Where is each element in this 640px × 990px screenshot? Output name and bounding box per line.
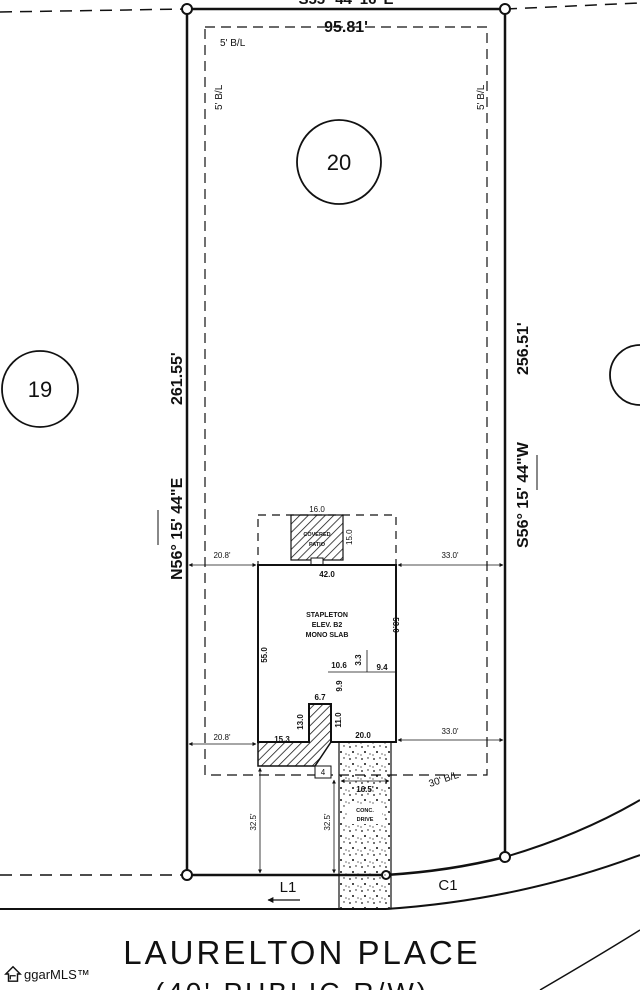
dim-notch-depth: 9.4: [376, 663, 388, 672]
dim-front-left: 15.3: [274, 735, 290, 744]
house-slab: MONO SLAB: [306, 632, 349, 639]
iron-pin-tl: [181, 3, 193, 15]
patio-label-2: PATIO: [309, 542, 326, 548]
street-row: (40' PUBLIC R/W): [155, 977, 429, 990]
dim-width-top: 42.0: [319, 570, 335, 579]
offset-right-rear: 33.0': [441, 551, 459, 560]
offset-left-rear: 20.8': [213, 551, 231, 560]
iron-pin-bl: [181, 869, 193, 881]
dim-depth-left: 55.0: [260, 647, 269, 663]
frontage-label: 95.81': [324, 19, 368, 36]
top-boundary-dashed: [0, 8, 188, 13]
mls-brand: ggarMLS™: [24, 966, 90, 982]
dim-depth-right: 53.0: [391, 617, 400, 633]
drive-width: 16.5': [356, 785, 374, 794]
lot-number: 20: [327, 150, 351, 175]
offset-front-left: 32.5': [249, 813, 258, 831]
patio-depth: 15.0: [345, 529, 354, 545]
setback-top-left-label: 5' B/L: [220, 38, 246, 49]
street-name: LAURELTON PLACE: [123, 934, 480, 971]
neighbor-lot-number: 19: [28, 377, 52, 402]
covered-patio: [290, 514, 344, 561]
mls-watermark: ggarMLS™: [4, 962, 90, 986]
setback-right-label: 5' B/L: [476, 84, 487, 110]
dim-porch-depth: 13.0: [296, 714, 305, 730]
offset-front-right: 32.5': [323, 813, 332, 831]
dim-notch-small: 3.3: [354, 654, 363, 666]
iron-pin-tr: [499, 3, 511, 15]
house-logo-icon: [4, 965, 22, 982]
patio-label-1: COVERED: [303, 532, 330, 538]
top-boundary-dashed-right: [504, 2, 640, 10]
setback-left-label: 5' B/L: [214, 84, 225, 110]
concrete-drive: [338, 741, 392, 910]
drive-label-2: DRIVE: [357, 817, 374, 823]
walkway-width: 4: [321, 768, 326, 777]
setback-front-label: 30' B/L: [428, 770, 461, 790]
left-distance: 261.55': [169, 352, 186, 405]
drive-label-1: CONC.: [356, 808, 374, 814]
house-elevation: ELEV. B2: [312, 622, 343, 629]
curb-curve-lower: [539, 929, 640, 990]
lot-number-circle: [296, 119, 382, 205]
patio-width: 16.0: [309, 505, 325, 514]
right-bearing: S56° 15' 44"W: [515, 441, 532, 548]
curb-curve-upper: [504, 799, 640, 858]
lot-line-front-curve: [385, 855, 506, 877]
dim-step-depth: 11.0: [334, 712, 343, 728]
dim-notch-side: 9.9: [335, 680, 344, 692]
iron-pin-br: [499, 851, 511, 863]
dim-front-right: 20.0: [355, 731, 371, 740]
dim-notch-width: 10.6: [331, 661, 347, 670]
house-name: STAPLETON: [306, 612, 348, 619]
offset-right-front: 33.0': [441, 727, 459, 736]
neighbor-lot-circle: [1, 350, 79, 428]
dim-porch-width: 6.7: [314, 693, 326, 702]
drive-label-box: [348, 804, 382, 824]
neighbor-lot-right-arc: [609, 344, 640, 406]
patio-step: [310, 557, 324, 566]
front-porch: [257, 703, 332, 767]
offset-left-front: 20.8': [213, 733, 231, 742]
curve-label: C1: [438, 877, 457, 894]
top-bearing: S55° 44' 16"E: [298, 0, 393, 8]
row-line-curve: [385, 854, 640, 910]
right-distance: 256.51': [515, 322, 532, 375]
left-bearing: N56° 15' 44"E: [169, 477, 186, 580]
front-line-label: L1: [280, 879, 297, 896]
